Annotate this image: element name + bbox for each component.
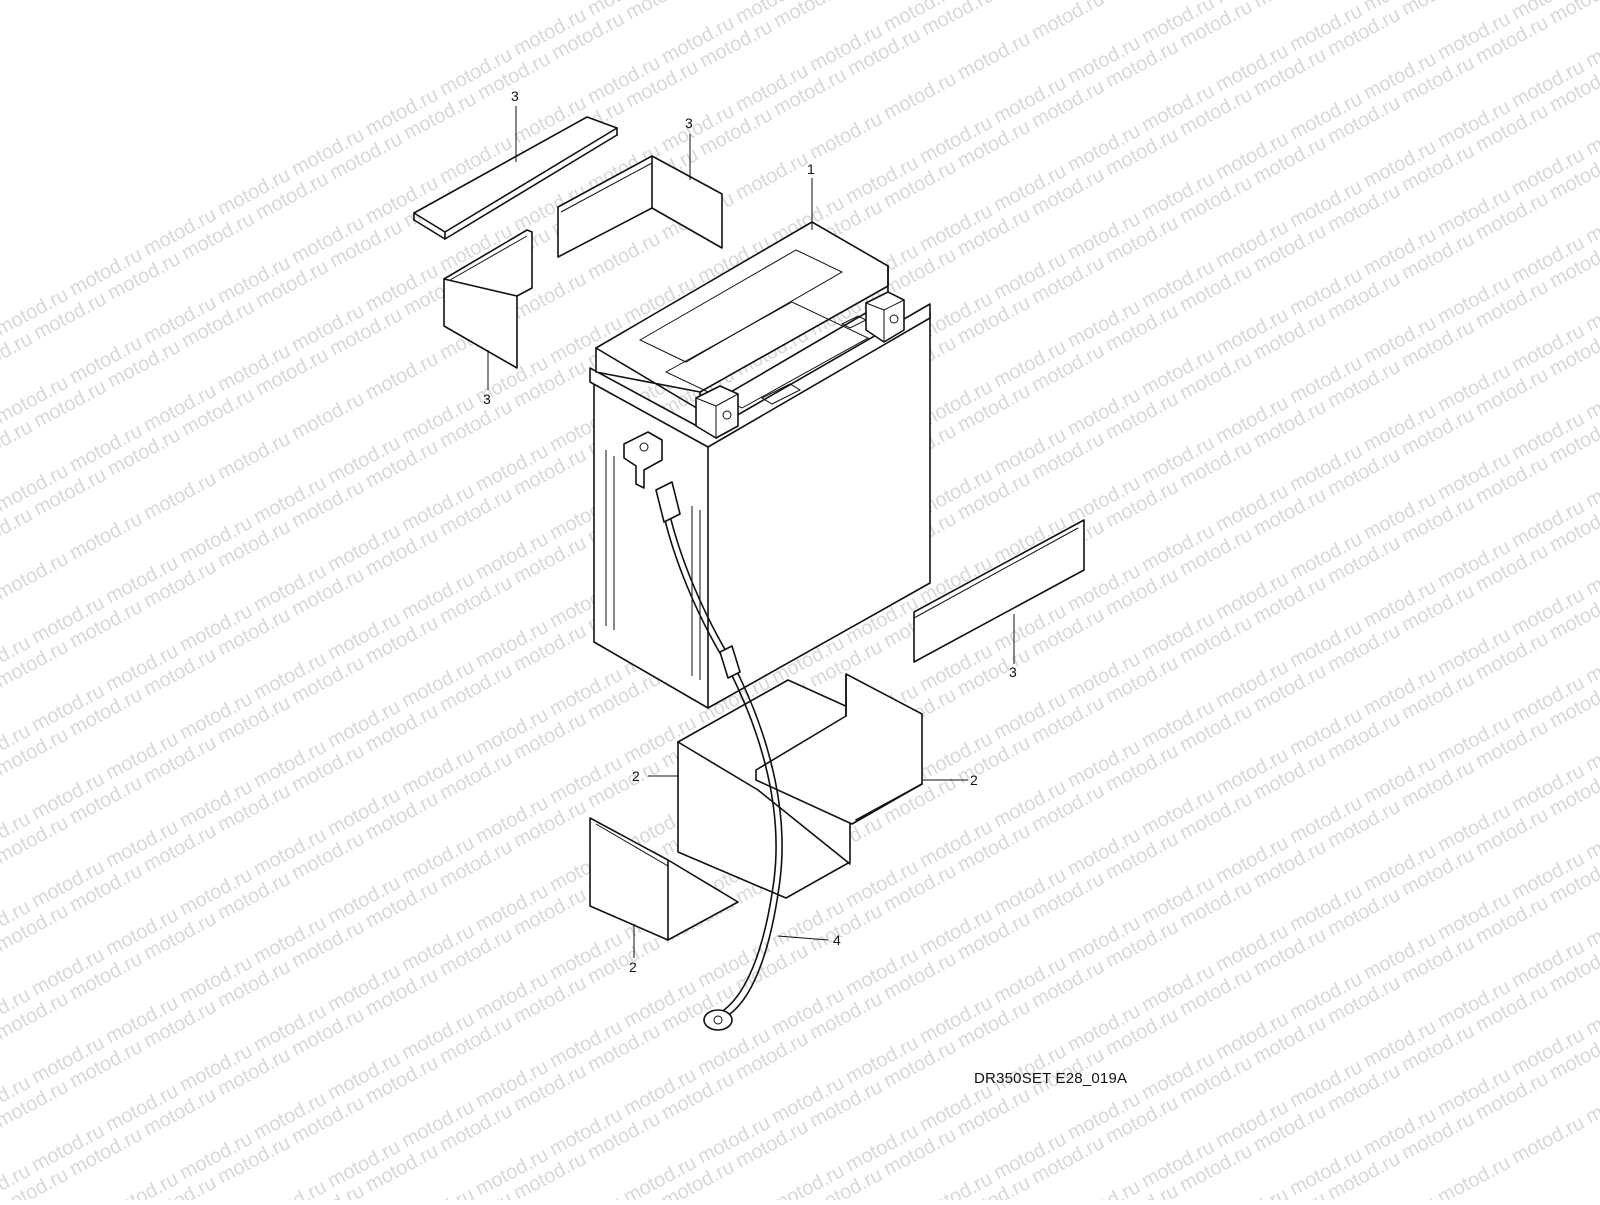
watermark-text: motod.ru [1360,1192,1440,1200]
watermark-text: motod.ru [1582,280,1600,336]
watermark-text: motod.ru [1028,0,1108,44]
callout-3-pad-left: 3 [483,391,491,407]
watermark-text: motod.ru [1102,0,1182,4]
watermark-text: motod.ru [1582,544,1600,600]
watermark-text: motod.ru [880,68,960,124]
watermark-text: motod.ru [1582,984,1600,1040]
watermark-text: motod.ru [288,388,368,444]
watermark-text: motod.ru [546,1192,626,1200]
watermark-text: motod.ru [1582,896,1600,952]
watermark-text: motod.ru [806,108,886,164]
watermark-text: motod.ru [1434,1152,1514,1200]
watermark-text: motod.ru [398,1184,478,1200]
watermark-text: motod.ru [1582,456,1600,512]
watermark-text: motod.ru [622,0,702,24]
drawing-code: DR350SET E28_019A [974,1070,1127,1087]
watermark-text: motod.ru [1546,0,1600,28]
callout-2-cushion-front: 2 [632,768,640,784]
watermark-text: motod.ru [1582,632,1600,688]
watermark-text: motod.ru [1582,16,1600,72]
watermark-text: motod.ru [1582,1072,1600,1128]
watermark-text: motod.ru [1582,368,1600,424]
callout-1-battery: 1 [807,161,815,177]
watermark-text: motod.ru [954,28,1034,84]
callout-3-pad-top-flat: 3 [511,88,519,104]
watermark-text: motod.ru [0,548,72,604]
callout-3-pad-top-bent: 3 [685,115,693,131]
watermark-text: motod.ru [1398,0,1478,20]
watermark-text: motod.ru [732,148,812,204]
watermark-text: motod.ru [214,428,294,484]
callout-4-ground-lead: 4 [833,932,841,948]
watermark-text: motod.ru [1582,720,1600,776]
watermark-text: motod.ru [1064,1176,1144,1200]
watermark-text: motod.ru [66,508,146,564]
callout-3-pad-right: 3 [1009,664,1017,680]
callout-2-cushion-bottom: 2 [629,959,637,975]
watermark-text: motod.ru [1250,0,1330,12]
watermark-text: motod.ru [1508,1112,1588,1168]
watermark-text: motod.ru [1212,1184,1292,1200]
watermark-text: motod.ru [1582,192,1600,248]
watermark-text: motod.ru [362,348,442,404]
callout-2-cushion-right: 2 [970,772,978,788]
watermark-text: motod.ru [1582,808,1600,864]
watermark-text: motod.ru [140,468,220,524]
watermark-text: motod.ru [1582,104,1600,160]
watermark-text: motod.ru [250,1176,330,1200]
